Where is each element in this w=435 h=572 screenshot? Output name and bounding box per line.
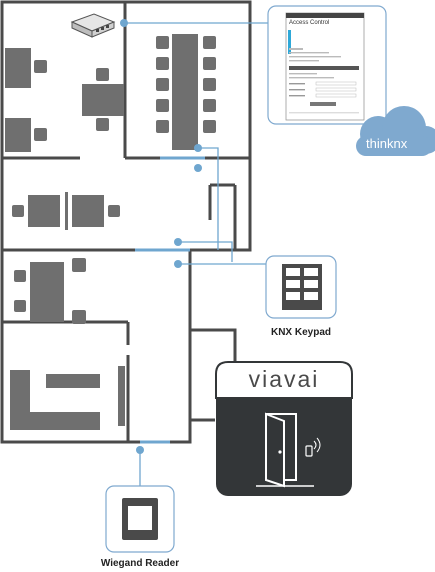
desk <box>5 48 31 88</box>
keypad-label: KNX Keypad <box>270 327 331 338</box>
coffee-table <box>46 374 100 388</box>
cloud-label: thinknx <box>366 136 408 151</box>
connection-lines <box>124 22 275 500</box>
door-openings <box>135 156 205 444</box>
floor-plan-walls <box>0 0 252 444</box>
reader-label: Wiegand Reader <box>100 558 180 569</box>
wiegand-reader-card <box>105 485 175 553</box>
desk <box>30 262 64 322</box>
cloud-icon <box>356 106 435 156</box>
desk <box>82 84 124 116</box>
furniture <box>5 34 216 430</box>
reader-icon <box>305 445 313 457</box>
desk <box>28 195 60 227</box>
sideboard <box>118 366 125 426</box>
link-hall-door <box>178 241 233 262</box>
connection-nodes <box>120 19 202 454</box>
access-control-card <box>267 5 387 125</box>
desk <box>5 118 31 152</box>
gateway-device-icon <box>70 13 116 38</box>
link-conference-door <box>198 147 219 250</box>
access-control-title: Access Control <box>289 20 330 26</box>
sofa <box>10 370 100 430</box>
viavai-door-card <box>215 361 353 496</box>
conference-table <box>172 34 198 150</box>
knx-keypad-card <box>265 255 337 319</box>
desk <box>72 195 104 227</box>
brand-logo-text: viavai <box>248 366 320 392</box>
